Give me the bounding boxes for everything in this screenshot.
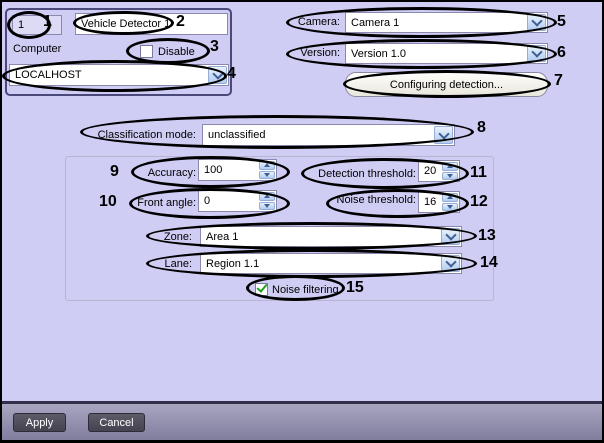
computer-dropdown-button[interactable]	[208, 66, 227, 84]
up-arrow-icon	[264, 194, 270, 199]
classification-mode-value: unclassified	[208, 129, 266, 141]
configure-detection-button[interactable]: Configuring detection...	[345, 72, 548, 97]
noise-threshold-value: 16	[424, 196, 437, 208]
footer-divider	[2, 401, 602, 404]
cancel-button[interactable]: Cancel	[88, 413, 145, 432]
accuracy-value: 100	[204, 164, 223, 176]
identity-groupbox	[5, 8, 232, 96]
camera-label: Camera:	[297, 16, 340, 28]
up-arrow-icon	[264, 163, 270, 168]
apply-button[interactable]: Apply	[13, 413, 66, 432]
computer-label: Computer	[13, 43, 62, 55]
computer-select-value: LOCALHOST	[15, 69, 82, 81]
down-arrow-icon	[447, 173, 453, 178]
check-icon	[256, 281, 268, 293]
up-arrow-icon	[447, 164, 453, 169]
computer-select[interactable]: LOCALHOST	[9, 64, 229, 86]
accuracy-up-button[interactable]	[259, 161, 275, 170]
noise-filtering-checkbox[interactable]	[255, 281, 268, 296]
lane-dropdown-button[interactable]	[441, 255, 460, 272]
detection-down-button[interactable]	[442, 171, 458, 180]
lane-label: Lane:	[164, 258, 192, 270]
front-angle-label: Front angle:	[137, 197, 196, 209]
chevron-down-icon	[437, 127, 450, 140]
chevron-down-icon	[530, 46, 543, 58]
zone-dropdown-button[interactable]	[441, 228, 460, 245]
detection-threshold-spinner[interactable]: 20	[418, 160, 460, 182]
zone-select-value: Area 1	[206, 230, 239, 243]
chevron-down-icon	[530, 15, 543, 27]
noise-filtering-label: Noise filtering	[272, 284, 339, 296]
front-angle-up-button[interactable]	[259, 192, 275, 201]
zone-label: Zone:	[163, 231, 192, 243]
noise-threshold-spinner[interactable]: 16	[418, 191, 460, 213]
down-arrow-icon	[447, 204, 453, 209]
front-angle-down-button[interactable]	[259, 201, 275, 210]
version-select-value: Version 1.0	[351, 47, 407, 60]
chevron-down-icon	[211, 67, 224, 80]
classification-mode-label: Classification mode:	[97, 129, 196, 141]
detection-up-button[interactable]	[442, 162, 458, 171]
noise-down-button[interactable]	[442, 202, 458, 211]
accuracy-label: Accuracy:	[147, 167, 196, 179]
detector-name-input[interactable]: Vehicle Detector 1	[75, 13, 228, 35]
classification-mode-select[interactable]: unclassified	[202, 124, 455, 146]
camera-dropdown-button[interactable]	[527, 14, 546, 31]
version-label: Version:	[300, 47, 340, 59]
noise-threshold-label: Noise threshold:	[336, 194, 417, 206]
noise-up-button[interactable]	[442, 193, 458, 202]
version-select[interactable]: Version 1.0	[345, 43, 548, 64]
detection-threshold-label: Detection threshold:	[318, 168, 416, 180]
down-arrow-icon	[264, 203, 270, 208]
up-arrow-icon	[447, 195, 453, 200]
down-arrow-icon	[264, 172, 270, 177]
classification-dropdown-button[interactable]	[434, 126, 453, 144]
version-dropdown-button[interactable]	[527, 45, 546, 62]
camera-select-value: Camera 1	[351, 16, 400, 29]
lane-select-value: Region 1.1	[206, 257, 260, 270]
detector-id-field[interactable]: 1	[12, 15, 62, 35]
disable-label: Disable	[158, 46, 195, 58]
front-angle-value: 0	[204, 195, 211, 207]
accuracy-down-button[interactable]	[259, 170, 275, 179]
front-angle-spinner[interactable]: 0	[198, 190, 277, 212]
chevron-down-icon	[444, 256, 457, 268]
lane-select[interactable]: Region 1.1	[200, 253, 462, 274]
disable-checkbox[interactable]	[140, 45, 153, 58]
camera-select[interactable]: Camera 1	[345, 12, 548, 33]
detection-threshold-value: 20	[424, 165, 437, 177]
accuracy-spinner[interactable]: 100	[198, 159, 277, 181]
zone-select[interactable]: Area 1	[200, 226, 462, 247]
chevron-down-icon	[444, 229, 457, 241]
